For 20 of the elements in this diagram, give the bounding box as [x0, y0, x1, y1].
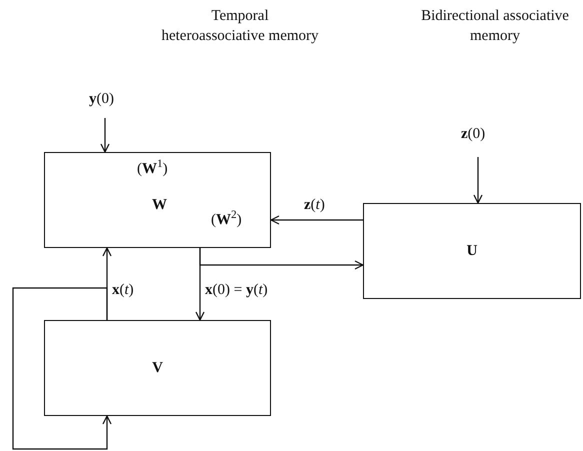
- matrix-label: (W$^{2}$): [211, 211, 242, 229]
- arrow: [100, 118, 110, 153]
- process-box: [44, 320, 271, 416]
- arrow: [12, 287, 112, 450]
- edge-label: x(t): [112, 281, 134, 299]
- matrix-label: (W$^{1}$): [137, 160, 168, 178]
- arrow: [199, 248, 364, 270]
- matrix-label: W: [152, 196, 167, 214]
- edge-label: y(0): [89, 90, 114, 108]
- process-box: [44, 152, 271, 248]
- edge-label: z(0): [461, 125, 486, 143]
- process-box: [363, 203, 581, 299]
- arrow: [473, 157, 483, 204]
- matrix-label: U: [466, 242, 478, 260]
- diagram-heading: Temporal heteroassociative memory: [160, 7, 320, 46]
- edge-label: x(0) = y(t): [205, 281, 268, 299]
- diagram-heading: Bidirectional associative memory: [420, 7, 570, 46]
- edge-label: z(t): [304, 196, 325, 214]
- arrow: [270, 215, 363, 225]
- matrix-label: V: [152, 359, 163, 377]
